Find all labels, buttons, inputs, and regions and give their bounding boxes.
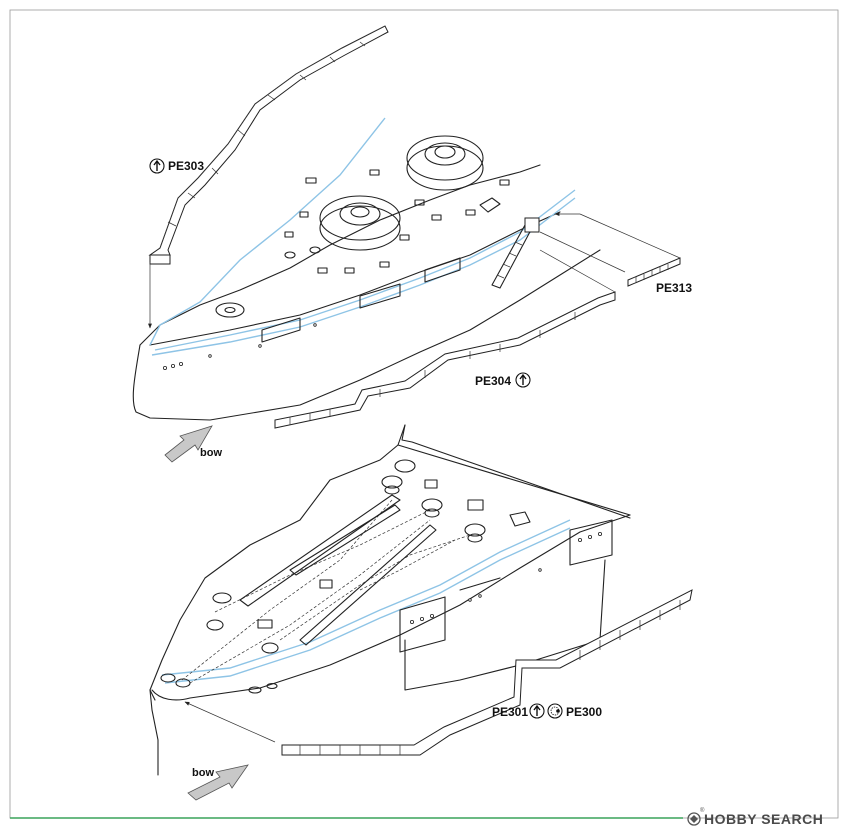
watermark-text: HOBBY SEARCH [704,811,823,827]
lower-assembly [149,424,693,776]
pe300-label: PE300 [566,705,602,719]
watermark-registered: ® [700,807,705,814]
upper-turret-front [319,195,401,251]
lower-hull-outline [149,424,406,776]
lower-blue-railing [161,519,571,676]
up-arrow-circle-icon [529,703,545,719]
anchor-chains [181,499,471,684]
pe303-rail-part [148,25,389,265]
pe301-rail-part [281,589,693,756]
pe304-rail-part [274,291,616,429]
frame [9,9,839,819]
upper-hull-outline [132,249,601,421]
hobby-search-watermark: HOBBY SEARCH ® [687,807,823,827]
upper-assembly [132,25,681,429]
label-pe301-pe300: PE301 PE300 [492,703,602,719]
bow-label-top: bow [200,447,222,459]
label-pe304: PE304 [475,372,531,388]
bow-arrow-bottom [187,764,249,801]
bow-arrow-top [164,425,213,463]
hobby-search-logo-icon [687,812,701,826]
label-pe303: PE303 [149,158,204,174]
capstans [160,459,531,694]
x-circle-icon [547,703,563,719]
pe301-label: PE301 [492,705,528,719]
pe304-label: PE304 [475,374,511,388]
pe303-label: PE303 [168,159,204,173]
upper-turret-rear [406,135,484,191]
bow-label-bottom: bow [192,767,214,779]
upper-blue-railing [149,117,386,346]
up-arrow-circle-icon [515,372,531,388]
pe313-label: PE313 [656,281,692,295]
up-arrow-circle-icon [149,158,165,174]
